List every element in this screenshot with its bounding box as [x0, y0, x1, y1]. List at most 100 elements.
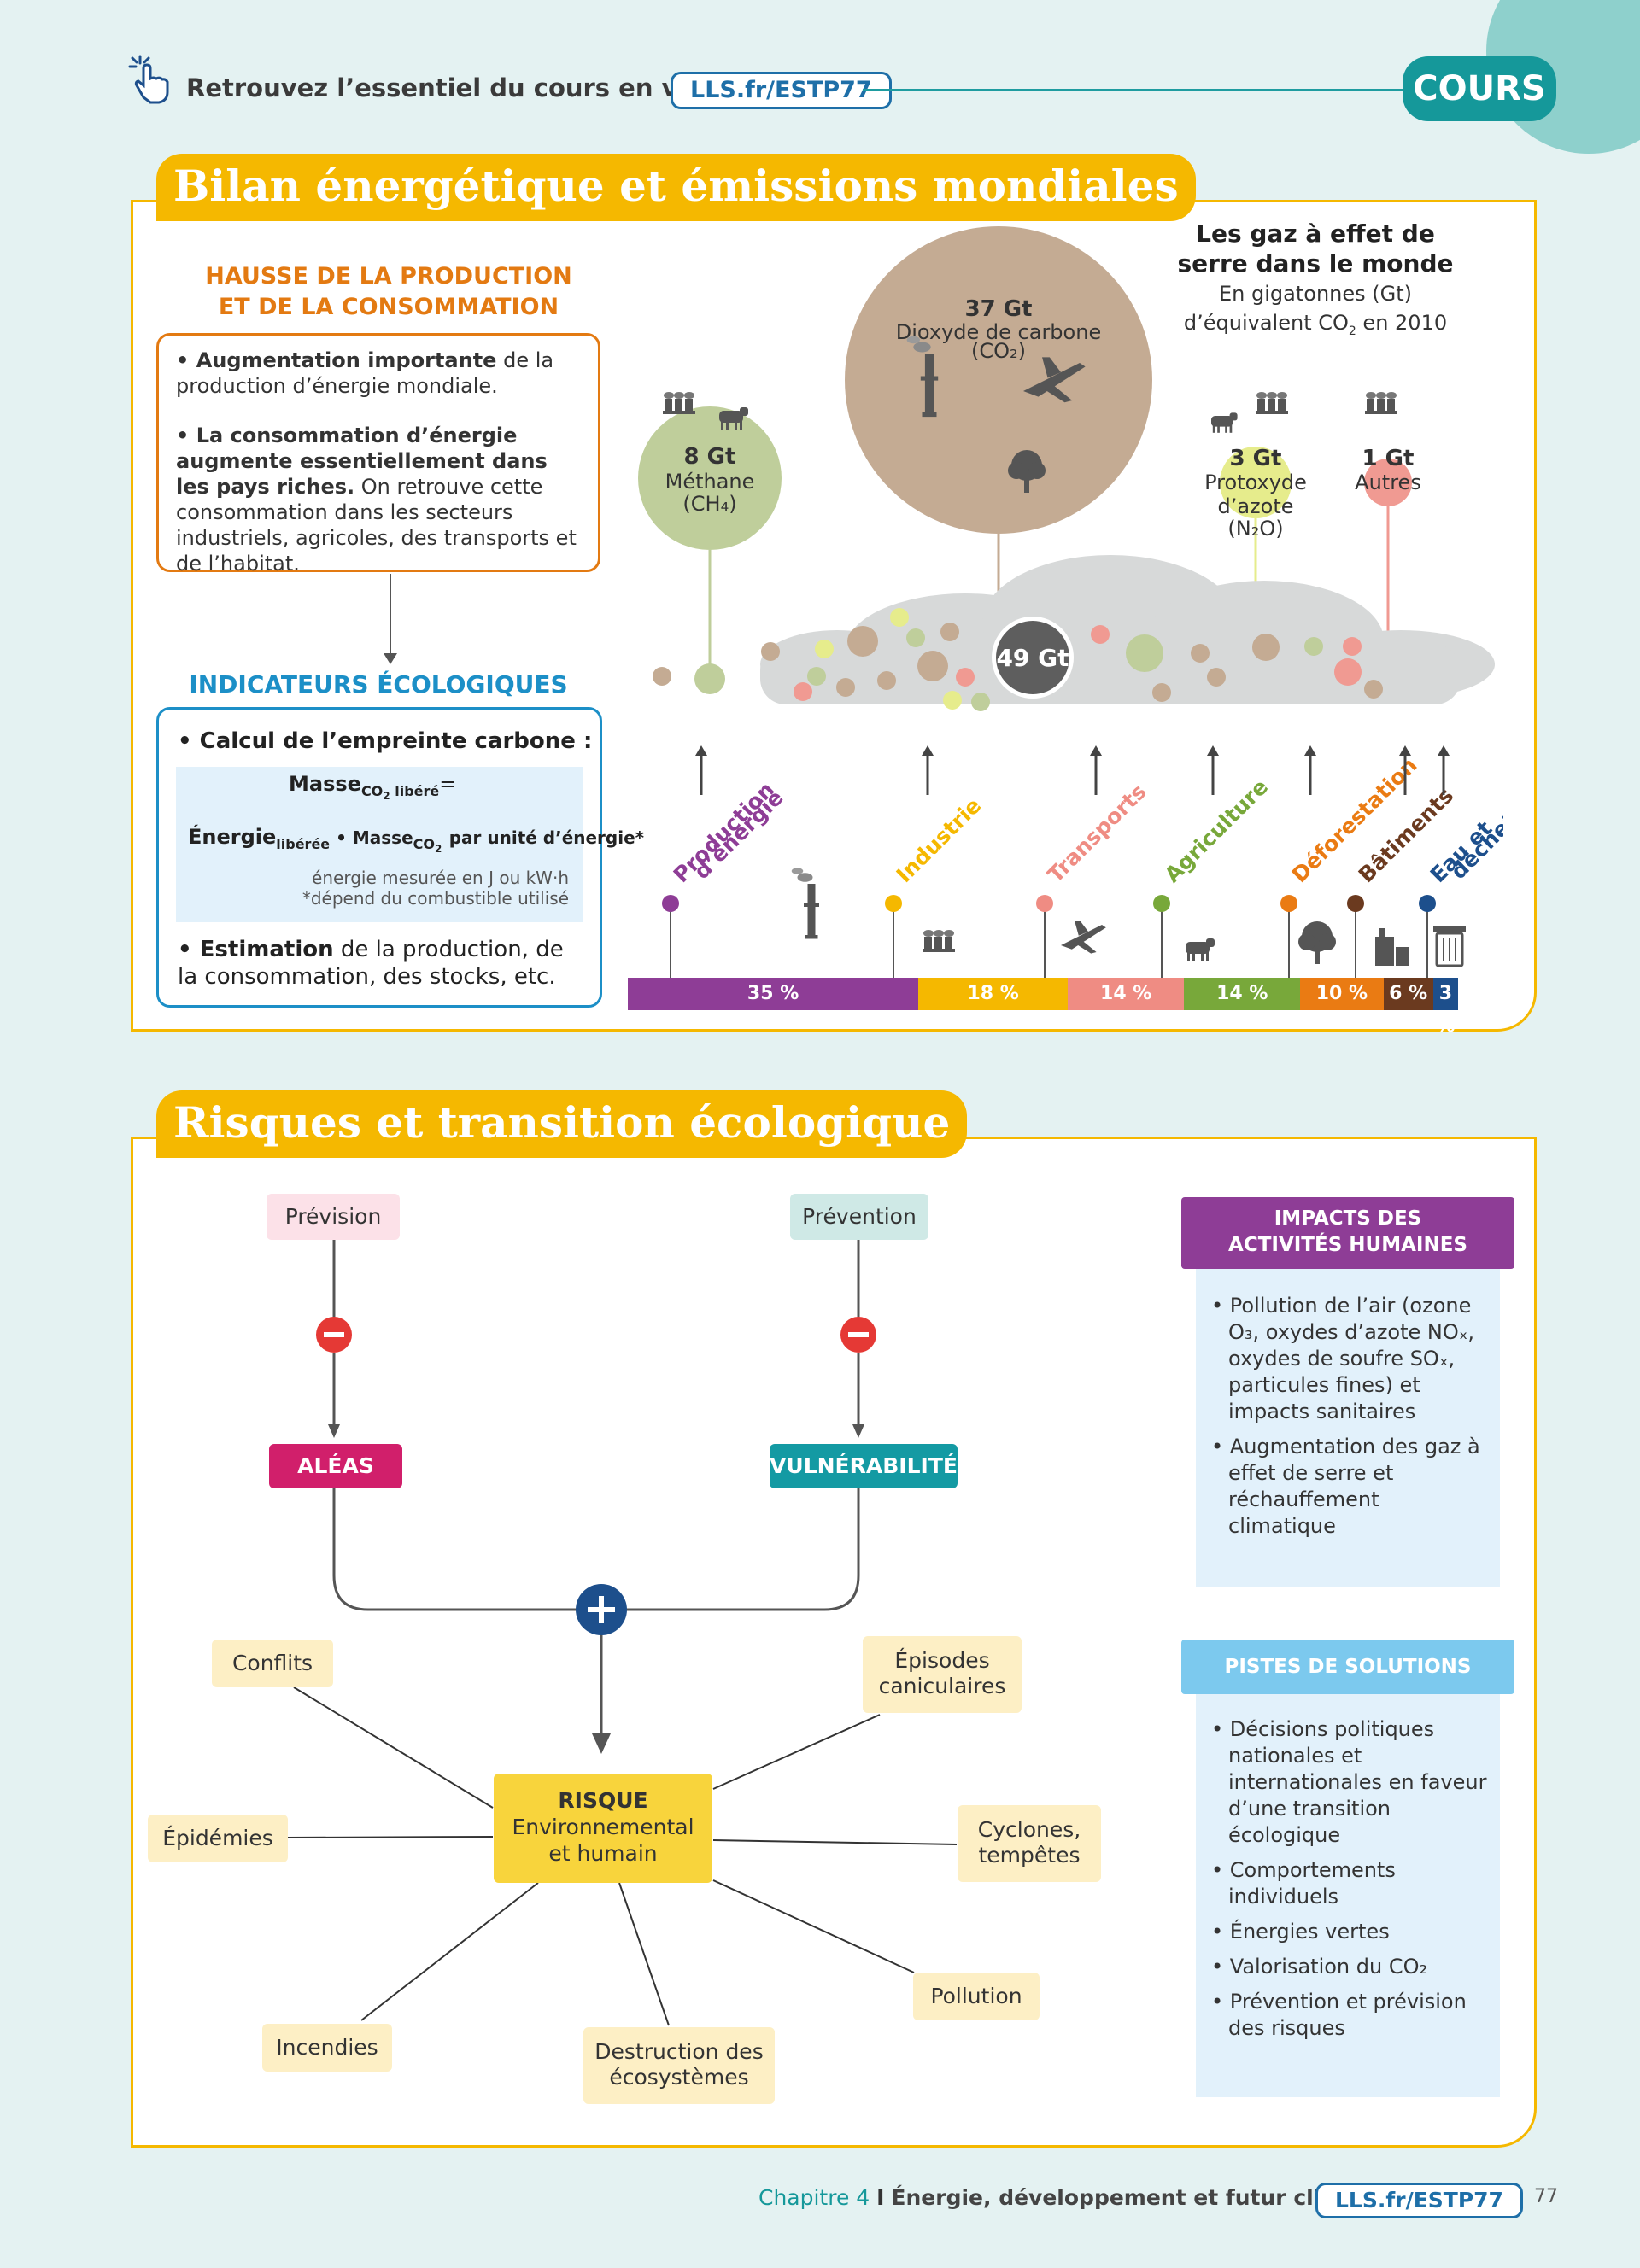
solution-item: • Prévention et prévision des risques	[1211, 1990, 1467, 2040]
solutions-title: PISTES DE SOLUTIONS	[1181, 1640, 1514, 1694]
cloud-dot	[1152, 683, 1171, 702]
cloud-marker	[694, 663, 725, 694]
sector-marker	[1280, 895, 1297, 912]
gas-bubble	[1364, 459, 1412, 506]
solution-item: • Décisions politiques nationales et int…	[1211, 1717, 1487, 1847]
up-arrow-head	[1399, 745, 1411, 756]
risque-title: RISQUE	[558, 1788, 648, 1813]
impacts-title: IMPACTS DES ACTIVITÉS HUMAINES	[1181, 1197, 1514, 1269]
footer-sep: I	[876, 2185, 885, 2210]
box1-title: HAUSSE DE LA PRODUCTION ET DE LA CONSOMM…	[205, 263, 572, 320]
sector-bar-segment: 14 %	[1184, 978, 1301, 1010]
chart-subtitle1: En gigatonnes (Gt)	[1219, 282, 1412, 306]
up-arrow-head	[922, 745, 934, 756]
cloud-dot	[917, 651, 948, 681]
sector-bar-segment: 10 %	[1300, 978, 1384, 1010]
box2-title: INDICATEURS ÉCOLOGIQUES	[189, 670, 568, 699]
impact-item: • Pollution de l’air (ozone O₃, oxydes d…	[1211, 1294, 1475, 1423]
plane-icon	[1023, 357, 1086, 403]
cloud-dot	[1364, 680, 1383, 699]
gas-name: Méthane	[665, 470, 755, 494]
gas-bubble	[638, 406, 782, 550]
cloud-dot	[1207, 668, 1226, 687]
minus-icon-left	[316, 1317, 352, 1353]
cloud-dot	[1126, 634, 1163, 672]
gas-name: Protoxyde	[1204, 471, 1307, 494]
sector-bar-segment: 14 %	[1068, 978, 1185, 1010]
tree-icon	[1008, 450, 1046, 493]
tree-icon	[1298, 921, 1336, 964]
incendies-label: Incendies	[262, 2024, 392, 2072]
formula-note1: énergie mesurée en J ou kW·h	[312, 868, 569, 888]
cloud-dot	[940, 623, 959, 641]
gas-value: 8 Gt	[684, 444, 736, 470]
section2-title: Risques et transition écologique	[156, 1090, 968, 1158]
sector-bar-segment: 3 %	[1432, 978, 1458, 1037]
box1: • Augmentation importante de la producti…	[156, 333, 600, 576]
bubble-icons	[663, 336, 1397, 493]
cloud-dot	[956, 668, 975, 687]
sector-bar: 35 %18 %14 %14 %10 %6 %3 %	[628, 978, 1458, 1037]
video-link[interactable]: LLS.fr/ESTP77	[671, 72, 892, 109]
gas-name: (N₂O)	[1227, 517, 1283, 541]
total-value: 49 Gt	[996, 644, 1069, 672]
touch-video-icon	[128, 53, 181, 106]
prevision-label: Prévision	[266, 1194, 400, 1240]
up-arrow-head	[1207, 745, 1219, 756]
risque-box: RISQUE Environnemental et humain	[494, 1774, 712, 1883]
risque-line1: Environnemental	[512, 1815, 694, 1839]
sector-marker	[1419, 895, 1436, 912]
sector-marker	[1347, 895, 1364, 912]
sector-bar-segment: 35 %	[628, 978, 919, 1010]
cloud-dot	[807, 667, 826, 686]
page-number: 77	[1534, 2186, 1558, 2207]
up-arrow-head	[1438, 745, 1450, 756]
box1-bullet1: • Augmentation importante de la producti…	[176, 348, 554, 398]
factory-icon	[922, 930, 955, 952]
cow-icon	[1186, 938, 1215, 961]
sector-bar-segment: 18 %	[918, 978, 1069, 1010]
aleas-label: ALÉAS	[269, 1444, 402, 1488]
impacts-list: • Pollution de l’air (ozone O₃, oxydes d…	[1211, 1293, 1493, 1548]
cloud-dot	[1191, 644, 1210, 663]
sector-marker	[662, 895, 679, 912]
chart-title: Les gaz à effet de serre dans le monde	[1177, 219, 1454, 278]
arrow-down-head	[384, 653, 397, 664]
chimney-icon	[791, 868, 819, 939]
cow-icon	[719, 407, 748, 430]
box2-estimation: • Estimation de la production, de la con…	[178, 937, 564, 990]
cloud-dot	[877, 671, 896, 690]
cours-badge: COURS	[1403, 56, 1556, 121]
gas-value: 37 Gt	[964, 296, 1032, 322]
sector-marker	[885, 895, 902, 912]
cloud-dot	[1252, 634, 1280, 661]
sector-marker	[1153, 895, 1170, 912]
prevention-label: Prévention	[790, 1194, 928, 1240]
cloud-dot	[1334, 658, 1362, 686]
up-arrow-head	[695, 745, 707, 756]
formula-note2: *dépend du combustible utilisé	[302, 888, 569, 909]
cow-icon	[1211, 412, 1238, 433]
gas-name: Dioxyde de carbone	[896, 320, 1101, 344]
calc-title: • Calcul de l’empreinte carbone :	[178, 728, 593, 754]
footer-link[interactable]: LLS.fr/ESTP77	[1315, 2183, 1523, 2218]
gas-bubble	[1220, 447, 1292, 518]
up-arrow-head	[1304, 745, 1316, 756]
section1-title: Bilan énergétique et émissions mondiales	[156, 154, 1196, 221]
solutions-list: • Décisions politiques nationales et int…	[1211, 1716, 1493, 2050]
conflits-label: Conflits	[212, 1640, 333, 1687]
sector-bar-segment: 6 %	[1383, 978, 1433, 1010]
factory-icon	[663, 392, 695, 414]
cyclones-label: Cyclones,tempêtes	[958, 1805, 1101, 1882]
header-rule	[863, 89, 1409, 91]
impacts-panel	[1196, 1269, 1500, 1587]
footer-chapter: Chapitre 4	[758, 2185, 870, 2210]
cloud-dot	[761, 642, 780, 661]
epidemies-label: Épidémies	[148, 1815, 288, 1862]
minus-icon-right	[840, 1317, 876, 1353]
cloud-dot	[906, 628, 925, 647]
